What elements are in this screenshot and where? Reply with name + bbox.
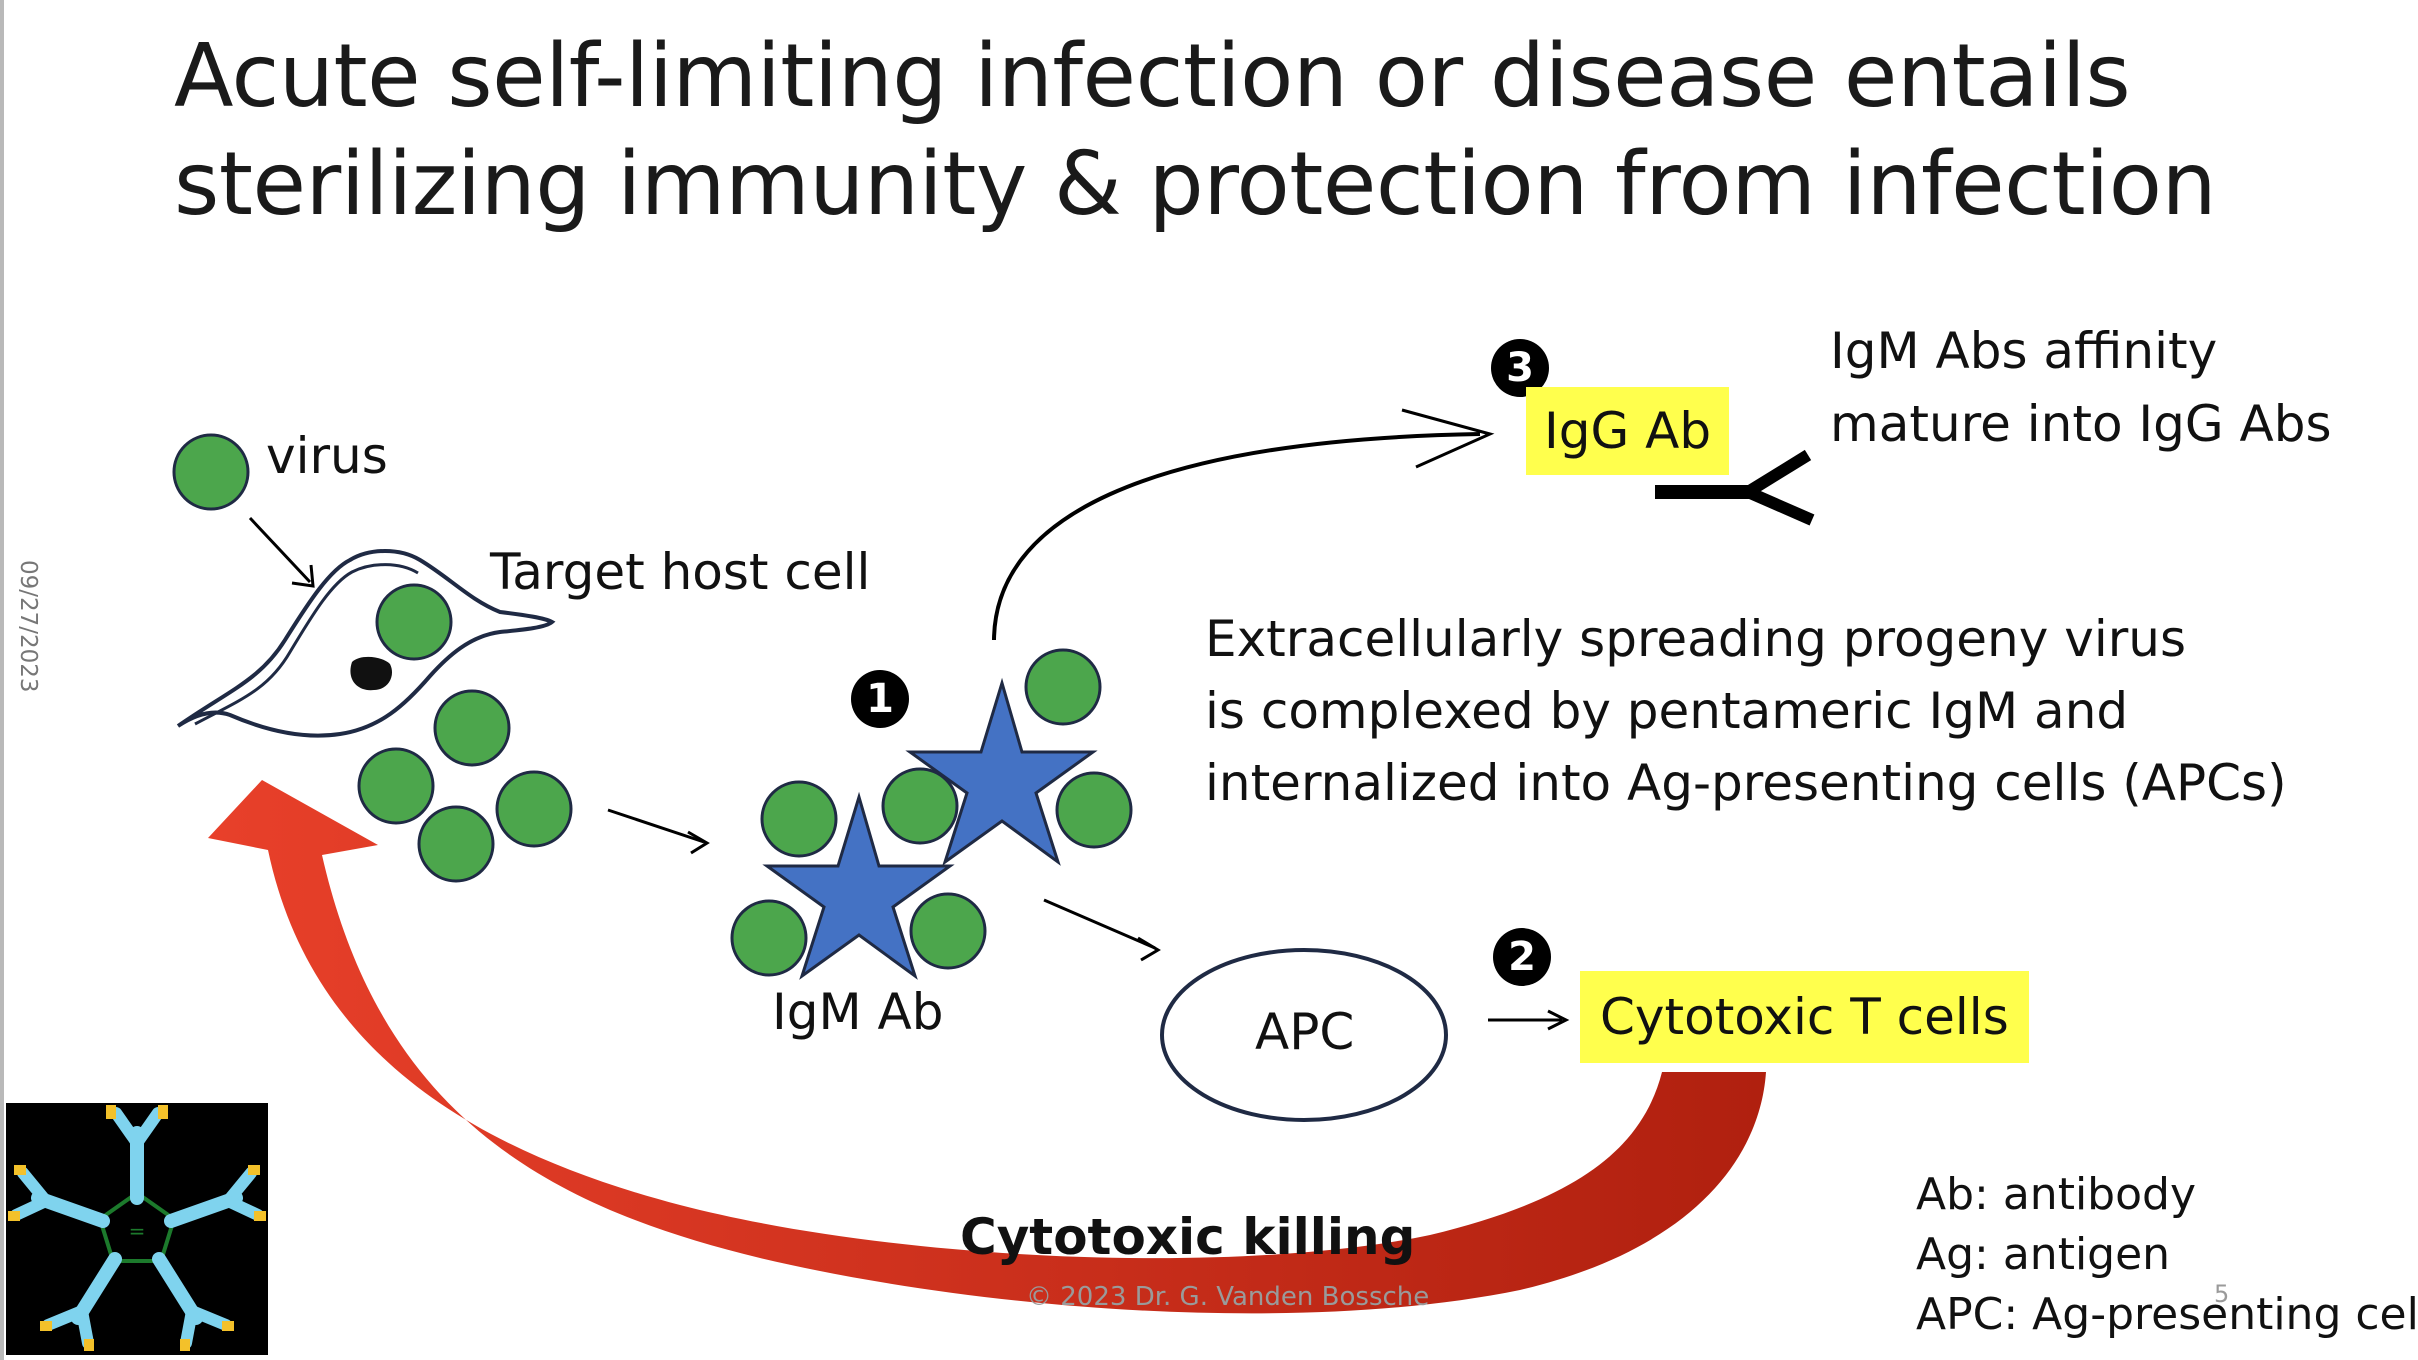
virus-label: virus (266, 427, 388, 485)
step-badge-1: 1 (851, 670, 909, 728)
apc-label: APC (1255, 1003, 1355, 1061)
legend-ag: Ag: antigen (1916, 1229, 2171, 1280)
step-badge-2: 2 (1493, 928, 1551, 986)
complexed-virus (881, 767, 959, 845)
igm-pentamer-logo: = (6, 1103, 268, 1355)
complexed-virus (1024, 648, 1102, 726)
affinity-maturation-arrowhead (1401, 408, 1495, 469)
virus-in-cell (375, 583, 453, 661)
target-host-cell-label: Target host cell (490, 543, 871, 601)
complexed-virus (1055, 771, 1133, 849)
cell-nucleus (350, 656, 393, 691)
cytotoxic-t-cells-label: Cytotoxic T cells (1580, 971, 2029, 1063)
slide-title: Acute self-limiting infection or disease… (174, 22, 2324, 238)
progeny-virus (417, 805, 495, 883)
legend-ab: Ab: antibody (1916, 1169, 2196, 1220)
cytotoxic-killing-arrow (208, 780, 1766, 1314)
progeny-virus (495, 770, 573, 848)
abbreviation-legend: Ab: antibody Ag: antigen APC: Ag-present… (1916, 1165, 2418, 1345)
complexed-virus (760, 780, 838, 858)
affinity-maturation-arrow (992, 432, 1481, 641)
virus-entry-arrow (248, 516, 312, 584)
igm-pentamer-star (905, 677, 1098, 866)
cytotoxic-killing-label: Cytotoxic killing (960, 1208, 1416, 1266)
internalization-arrow (1043, 898, 1156, 950)
target-host-cell (176, 549, 556, 738)
complexed-virus (730, 899, 808, 977)
legend-apc: APC: Ag-presenting cell (1916, 1289, 2418, 1340)
page-number: 5 (2214, 1280, 2230, 1308)
spread-line-2: is complexed by pentameric IgM and (1205, 682, 2129, 740)
spread-line-3: internalized into Ag-presenting cells (A… (1205, 754, 2287, 812)
igg-ab-label: IgG Ab (1526, 387, 1730, 475)
virus-entry-arrowhead (291, 564, 315, 588)
progeny-virus (357, 747, 435, 825)
complexed-virus (909, 892, 987, 970)
igg-note-line-2: mature into IgG Abs (1830, 395, 2332, 453)
igm-ab-label: IgM Ab (772, 983, 944, 1041)
igm-pentamer-star (762, 791, 955, 980)
igg-antibody-arm (1745, 486, 1815, 526)
svg-text:=: = (129, 1219, 146, 1243)
igg-note-line-1: IgM Abs affinity (1830, 322, 2218, 380)
apc-cell (1160, 948, 1448, 1122)
title-line-1: Acute self-limiting infection or disease… (174, 25, 2131, 127)
cell-membrane-inner (194, 563, 419, 726)
internalization-arrowhead (1137, 936, 1161, 962)
progeny-virus (433, 689, 511, 767)
title-line-2: sterilizing immunity & protection from i… (174, 133, 2217, 235)
ctl-activation-arrowhead (1547, 1009, 1570, 1031)
spread-line-1: Extracellularly spreading progeny virus (1205, 610, 2187, 668)
footer-copyright: © 2023 Dr. G. Vanden Bossche (1026, 1282, 1430, 1312)
virus-legend-particle (172, 433, 250, 511)
igm-logo-graphic: = (8, 1105, 266, 1351)
igg-maturation-note: IgM Abs affinity mature into IgG Abs (1830, 315, 2332, 461)
spread-arrow (607, 808, 705, 844)
slide-edge (0, 0, 4, 1360)
spread-description: Extracellularly spreading progeny virus … (1205, 603, 2287, 819)
spread-arrowhead (687, 830, 710, 855)
igg-antibody-arm (1744, 449, 1812, 498)
